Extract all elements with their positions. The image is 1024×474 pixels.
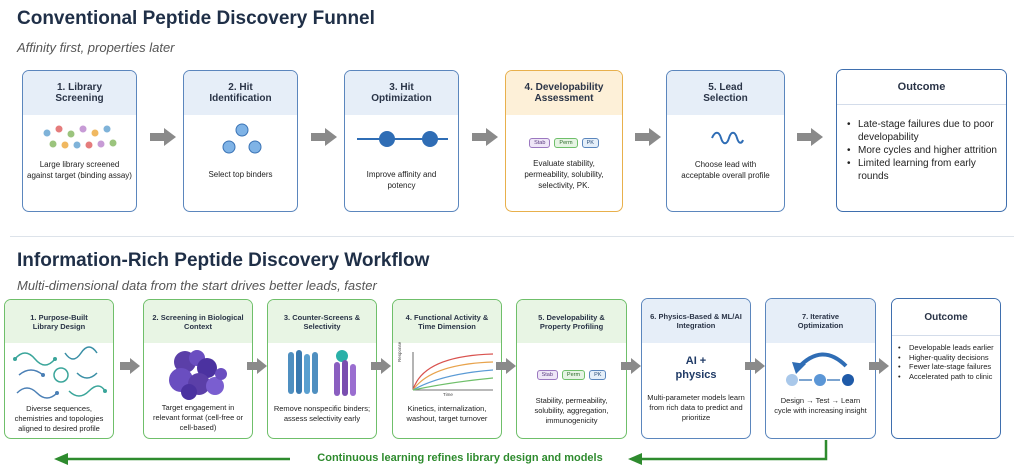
step-description: Design → Test → Learn cycle with increas… [774,396,867,415]
arrow-right-icon [120,358,140,374]
step-heading: 4. Developability Assessment [506,71,622,115]
outcome-item: More cycles and higher attrition [847,144,1000,157]
arrow-right-icon [745,358,765,374]
arrow-right-icon [496,358,516,374]
step-description: Large library screened against target (b… [27,160,132,180]
top-step-library-screening: 1. Library Screening Large library scree… [22,70,137,212]
step-description: Choose lead with acceptable overall prof… [681,160,770,180]
protein-target-icon [169,350,227,400]
top-subtitle: Affinity first, properties later [17,40,175,55]
library-dots-icon [43,125,117,149]
bottom-step-library-design: 1. Purpose-Built Library Design Diverse … [4,299,114,439]
outcome-divider [892,335,1000,336]
outcome-item: Higher-quality decisions [898,353,996,363]
step-heading: 5. Developability & Property Profiling [517,300,626,343]
bottom-step-property-profiling: 5. Developability & Property Profiling S… [516,299,627,439]
outcome-item: Limited learning from early rounds [847,157,1000,183]
bottom-step-ml-ai-integration: 6. Physics-Based & ML/AI Integration AI … [641,298,751,439]
outcome-list: Developable leads earlier Higher-quality… [898,343,996,381]
top-step-hit-optimization: 3. Hit Optimization Improve affinity and… [344,70,459,212]
bottom-outcome-card: Outcome Developable leads earlier Higher… [891,298,1001,439]
arrow-right-icon [150,128,176,146]
arrow-right-icon [797,128,823,146]
step-description: Diverse sequences, chemistries and topol… [14,404,104,433]
arrow-right-icon [311,128,337,146]
step-description: Kinetics, internalization, washout, targ… [406,404,488,423]
top-outcome-card: Outcome Late-stage failures due to poor … [836,69,1007,212]
selectivity-proteins-icon [288,350,356,396]
outcome-divider [837,104,1006,105]
step-heading: 3. Counter-Screens & Selectivity [268,300,376,343]
kinetics-chart-icon [412,352,494,391]
step-heading: 1. Library Screening [23,71,136,115]
step-heading: 2. Hit Identification [184,71,297,115]
step-description: Target engagement in relevant format (ce… [152,403,244,432]
bottom-step-counter-screens: 3. Counter-Screens & Selectivity Remove … [267,299,377,439]
chart-xlabel: Time [443,392,453,397]
bottom-step-iterative-optimization: 7. Iterative Optimization Design → Test … [765,298,876,439]
step-description: Stability, permeability, solubility, agg… [534,396,609,425]
wave-icon [711,131,744,145]
bottom-step-screening-context: 2. Screening in Biological Context Targe… [143,299,253,439]
outcome-heading: Outcome [837,70,1006,104]
step-description: Remove nonspecific binders; assess selec… [273,404,371,423]
step-description: Multi-parameter models learn from rich d… [647,393,745,422]
arrow-right-icon [635,128,661,146]
ai-physics-badge: AI + physics [675,355,717,381]
pill-pk: PK [581,138,599,148]
step-description: Improve affinity and potency [366,170,437,190]
library-design-icon [13,346,107,399]
arrow-right-icon [247,358,267,374]
outcome-list: Late-stage failures due to poor developa… [847,118,1000,183]
feedback-loop-arrow [54,440,828,465]
step-heading: 6. Physics-Based & ML/AI Integration [642,299,750,343]
step-heading: 5. Lead Selection [667,71,784,115]
outcome-heading: Outcome [892,299,1000,335]
pill-perm: Perm [554,138,578,148]
arrow-right-icon [869,358,889,374]
bottom-title: Information-Rich Peptide Discovery Workf… [17,250,430,271]
arrow-right-icon [371,358,391,374]
chart-ylabel: Response [397,341,402,362]
feedback-loop-label: Continuous learning refines library desi… [317,452,603,464]
outcome-item: Accelerated path to clinic [898,372,996,382]
step-heading: 2. Screening in Biological Context [144,300,252,343]
section-divider [10,236,1014,237]
pill-stab: Stab [536,370,558,380]
step-heading: 1. Purpose-Built Library Design [5,300,113,343]
arrow-right-icon [472,128,498,146]
top-step-hit-identification: 2. Hit Identification Select top binders [183,70,298,212]
pill-perm: Perm [561,370,586,380]
pill-stab: Stab [529,138,551,148]
step-heading: 7. Iterative Optimization [766,299,875,343]
outcome-item: Late-stage failures due to poor developa… [847,118,1000,144]
step-heading: 4. Functional Activity & Time Dimension [393,300,501,343]
hit-dots-icon [222,123,262,154]
outcome-item: Developable leads earlier [898,343,996,353]
step-description: Select top binders [208,170,273,179]
step-description: Evaluate stability, permeability, solubi… [524,159,604,190]
step-heading: 3. Hit Optimization [345,71,458,115]
pill-pk: PK [589,370,607,380]
arrow-right-icon [621,358,641,374]
iteration-cycle-icon [786,352,854,386]
bottom-step-functional-activity: 4. Functional Activity & Time Dimension … [392,299,502,439]
bottom-subtitle: Multi-dimensional data from the start dr… [17,278,377,293]
outcome-item: Fewer late-stage failures [898,362,996,372]
top-step-lead-selection: 5. Lead Selection Choose lead with accep… [666,70,785,212]
optimization-chain-icon [357,131,448,147]
top-title: Conventional Peptide Discovery Funnel [17,8,375,29]
